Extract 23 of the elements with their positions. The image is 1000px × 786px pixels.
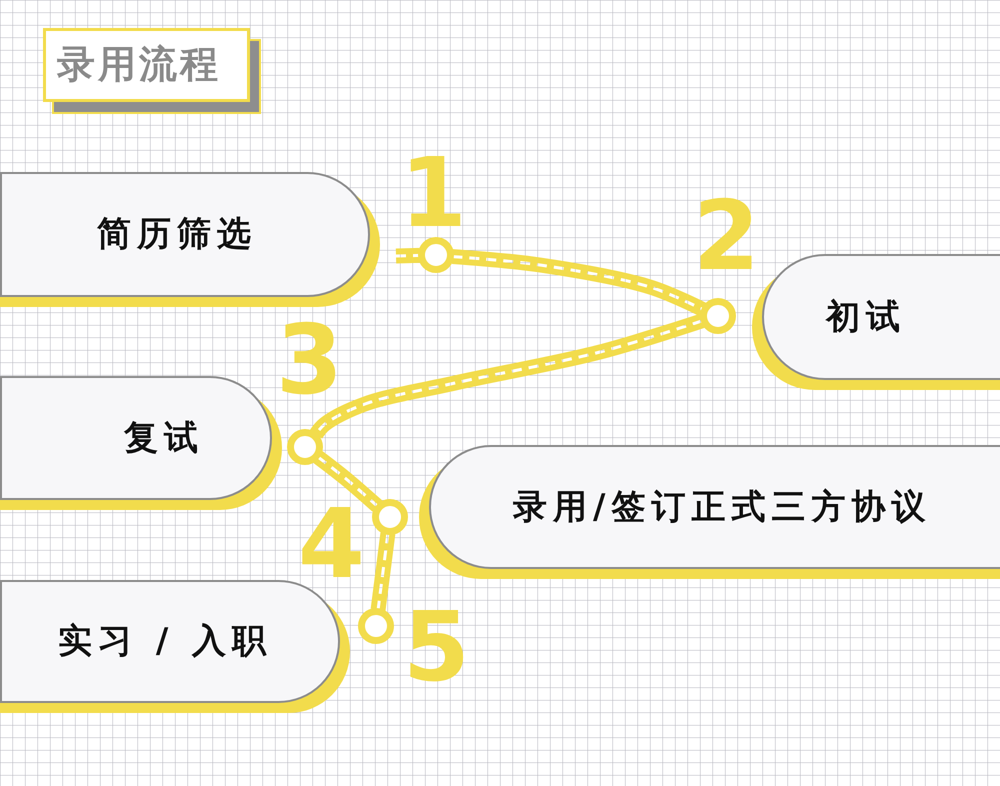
step-number: 1 — [400, 156, 467, 230]
waypoint-circle — [358, 608, 394, 644]
road-connector — [452, 249, 706, 316]
step-label: 实习 / 入职 — [58, 621, 272, 662]
step-label: 初试 — [826, 296, 906, 338]
step-label: 简历筛选 — [97, 214, 257, 255]
step-pill — [0, 580, 350, 713]
step-pill — [419, 445, 1000, 579]
waypoint-circle — [372, 499, 408, 535]
step-label: 录用/签订正式三方协议 — [513, 486, 932, 528]
step-number: 5 — [403, 610, 470, 684]
step-number: 3 — [276, 323, 343, 397]
diagram-title: 录用流程 — [57, 42, 221, 88]
step-pill — [0, 172, 380, 307]
step-number: 4 — [298, 507, 365, 581]
road-connector — [396, 248, 420, 264]
waypoint-circle — [418, 237, 454, 273]
step-pill — [0, 376, 282, 510]
waypoint-circle — [700, 298, 736, 334]
step-label: 复试 — [124, 418, 204, 458]
waypoint-circle — [287, 429, 323, 465]
step-pill — [752, 254, 1000, 390]
step-number: 2 — [693, 199, 760, 273]
